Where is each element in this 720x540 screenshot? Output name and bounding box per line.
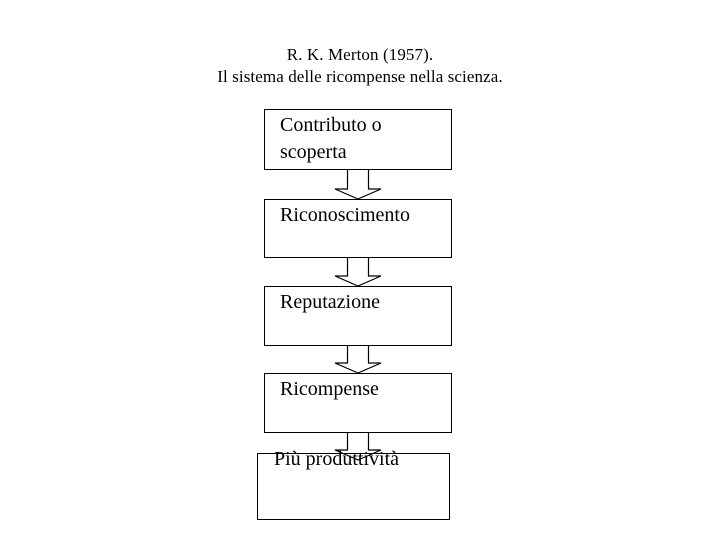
flow-node-contributo[interactable]: Contributo o scoperta xyxy=(264,109,452,170)
flow-node-ricompense[interactable]: Ricompense xyxy=(264,373,452,433)
down-arrow-icon-1 xyxy=(333,170,383,200)
flow-node-label: Contributo o scoperta xyxy=(280,114,382,163)
down-arrow-icon-2 xyxy=(333,258,383,287)
title-line-1: R. K. Merton (1957). xyxy=(286,45,434,64)
flow-node-label: Reputazione xyxy=(280,291,380,313)
flow-node-label: Ricompense xyxy=(280,378,379,400)
title-line-2: Il sistema delle ricompense nella scienz… xyxy=(217,67,503,86)
down-arrow-icon-3 xyxy=(333,346,383,374)
flow-node-reputazione[interactable]: Reputazione xyxy=(264,286,452,346)
flow-node-produttivita[interactable]: Più produttività xyxy=(257,448,450,520)
flow-node-riconoscimento[interactable]: Riconoscimento xyxy=(264,199,452,258)
page-title: R. K. Merton (1957). Il sistema delle ri… xyxy=(0,44,720,88)
flow-node-label: Più produttività xyxy=(274,448,399,470)
flow-node-label: Riconoscimento xyxy=(280,204,410,226)
